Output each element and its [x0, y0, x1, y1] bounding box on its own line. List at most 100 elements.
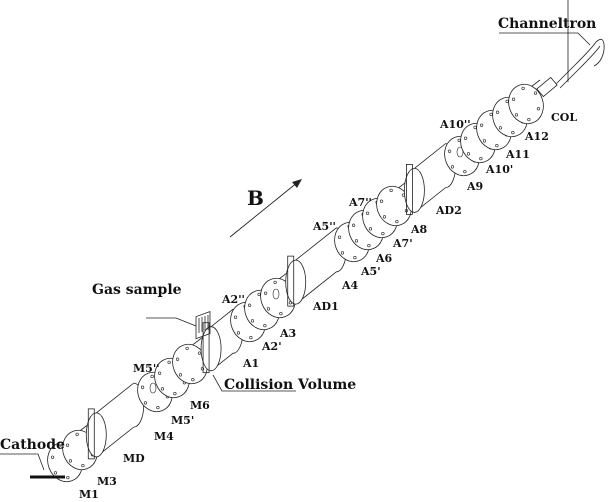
electrode-label-a1: A1: [242, 357, 259, 370]
field-arrow-head: [292, 179, 302, 188]
bolt-hole: [273, 280, 277, 284]
bolt-hole: [337, 235, 342, 239]
drift-cylinder: [285, 227, 347, 307]
bolt-hole: [249, 336, 253, 340]
bolt-hole: [447, 149, 452, 153]
bolt-hole: [505, 99, 509, 103]
electrode-label-a7p: A7': [392, 237, 413, 250]
bolt-hole: [473, 125, 477, 129]
bolt-hole: [495, 144, 499, 148]
electrode-disk: [508, 83, 544, 125]
bolt-hole: [75, 432, 79, 436]
bolt-hole: [379, 199, 384, 203]
electrode-label-a8: A8: [410, 223, 428, 236]
bolt-hole: [482, 139, 487, 143]
electrode-label-a9: A9: [466, 180, 483, 193]
collision-volume-label: Collision Volume: [224, 377, 356, 393]
bolt-hole: [150, 374, 154, 378]
bolt-hole: [68, 459, 73, 463]
bolt-hole: [257, 292, 261, 296]
electrode-label-a11: A11: [505, 148, 530, 161]
electrode-label-ad1: AD1: [312, 300, 339, 313]
electrode-stack: [47, 76, 558, 483]
bolt-hole: [160, 387, 165, 391]
bolt-hole: [351, 223, 356, 227]
bolt-hole: [191, 378, 195, 382]
electrode-label-m5pp: M5'': [133, 362, 160, 375]
bolt-hole: [263, 291, 268, 295]
electrode-label-m3: M3: [97, 475, 117, 488]
bolt-hole: [395, 220, 399, 224]
bolt-hole: [140, 385, 145, 389]
bolt-hole: [382, 215, 387, 219]
bolt-hole: [156, 406, 160, 410]
bolt-hole: [50, 455, 55, 459]
electrode-label-a2pp: A2'': [221, 293, 245, 306]
electrode-label-a2p: A2': [261, 340, 282, 353]
bolt-hole: [250, 319, 255, 323]
bolt-hole: [367, 244, 371, 248]
bolt-hole: [143, 401, 148, 405]
electrode-label-a3: A3: [279, 327, 296, 340]
field-arrow-shaft: [229, 181, 299, 238]
bolt-hole: [173, 392, 177, 396]
bolt-hole: [498, 126, 503, 130]
bolt-hole: [463, 170, 467, 174]
bolt-hole: [514, 113, 519, 117]
bolt-hole: [66, 476, 70, 480]
electrode-label-a5p: A5': [360, 265, 381, 278]
bolt-hole: [157, 371, 162, 375]
channeltron-detector: [499, 0, 605, 89]
bolt-hole: [365, 211, 370, 215]
bolt-hole: [495, 110, 500, 114]
bolt-hole: [463, 136, 468, 140]
cathode-label: Cathode: [0, 437, 65, 453]
bolt-hole: [233, 315, 238, 319]
electrode-label-a10p: A10': [485, 163, 513, 176]
aperture: [272, 288, 280, 300]
bolt-hole: [53, 471, 58, 475]
cathode-leader: [0, 453, 45, 471]
gas-sample-label: Gas sample: [92, 282, 182, 298]
bolt-hole: [533, 91, 538, 95]
bolt-hole: [263, 324, 267, 328]
bolt-hole: [368, 227, 373, 231]
bolt-hole: [236, 331, 241, 335]
electrode-label-a10pp: A10'': [439, 118, 471, 131]
bolt-hole: [389, 188, 393, 192]
aperture: [149, 382, 157, 394]
drift-cylinder: [85, 382, 145, 460]
bolt-hole: [466, 152, 471, 156]
bolt-hole: [536, 107, 541, 111]
bolt-hole: [65, 443, 70, 447]
electrode-label-col: COL: [551, 111, 577, 124]
magnetic-field-arrow: [229, 179, 302, 238]
electrode-labels: M1M3MDM4M5'M6M5''A1A2'A3A2''AD1A4A5'A6A5…: [79, 111, 577, 501]
bolt-hole: [521, 86, 525, 90]
bolt-hole: [354, 239, 359, 243]
electrode-label-a5pp: A5'': [312, 220, 336, 233]
bolt-hole: [279, 312, 283, 316]
bolt-hole: [81, 464, 85, 468]
electrode-label-m4: M4: [154, 430, 174, 443]
bolt-hole: [197, 351, 202, 355]
bolt-hole: [511, 131, 515, 135]
bolt-hole: [178, 373, 183, 377]
electrode-label-a6: A6: [375, 252, 393, 265]
bolt-hole: [527, 118, 531, 122]
bolt-hole: [457, 138, 461, 142]
bolt-hole: [479, 157, 483, 161]
gas-sample-nozzle: [146, 311, 211, 340]
bolt-hole: [489, 112, 493, 116]
bolt-hole: [511, 97, 516, 101]
channeltron-leader: [499, 32, 591, 46]
electrode-label-m6: M6: [190, 399, 210, 412]
electrode-label-a12: A12: [524, 130, 549, 143]
electrode-label-a7pp: A7'': [348, 196, 372, 209]
bolt-hole: [381, 232, 385, 236]
bolt-hole: [479, 123, 484, 127]
collision-volume-leader: [212, 374, 296, 392]
electrode-label-ad2: AD2: [435, 204, 462, 217]
bolt-hole: [185, 346, 189, 350]
